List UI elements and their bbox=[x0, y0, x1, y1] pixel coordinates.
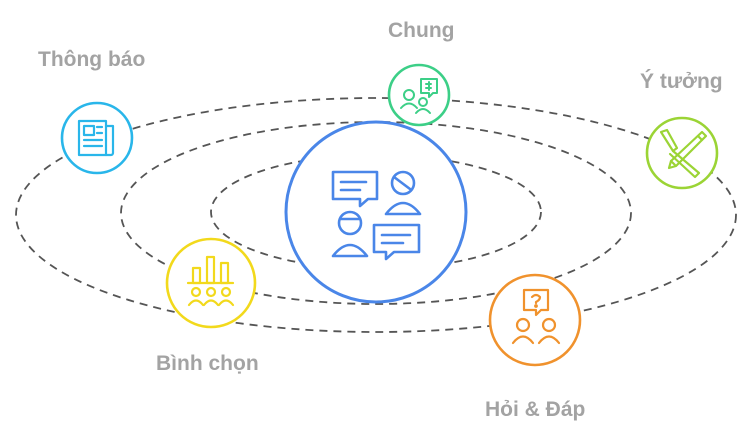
ideas-label: Ý tưởng bbox=[640, 70, 723, 93]
brush-pencil-icon bbox=[659, 128, 708, 179]
announcements-label: Thông báo bbox=[38, 48, 146, 71]
qa-node[interactable] bbox=[488, 273, 582, 367]
qa-label: Hỏi & Đáp bbox=[485, 398, 586, 421]
general-node[interactable] bbox=[387, 63, 451, 127]
polls-node[interactable] bbox=[165, 237, 257, 329]
chat-people-icon bbox=[400, 78, 438, 114]
ideas-node[interactable] bbox=[645, 116, 719, 190]
center-node bbox=[284, 120, 468, 304]
general-label: Chung bbox=[388, 19, 455, 42]
newspaper-icon bbox=[77, 119, 115, 157]
outer-orbit bbox=[15, 97, 737, 333]
announcements-node[interactable] bbox=[60, 101, 134, 175]
polls-label: Bình chọn bbox=[156, 352, 259, 375]
bar-chart-people-icon bbox=[186, 255, 235, 307]
conversation-icon bbox=[331, 170, 422, 261]
question-chat-icon bbox=[511, 288, 561, 345]
